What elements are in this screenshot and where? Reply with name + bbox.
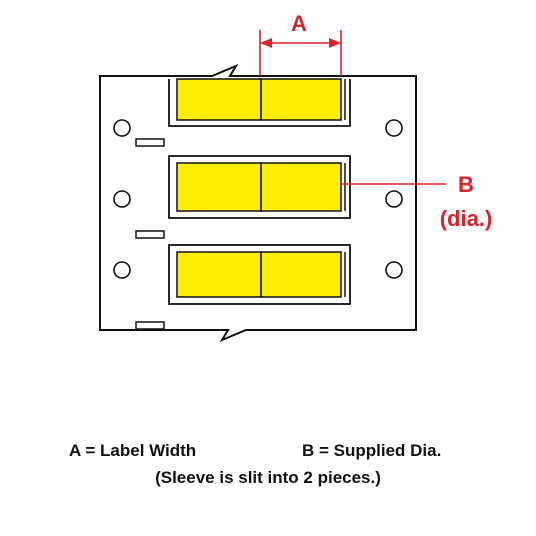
sleeve-1-label-right [260, 78, 342, 121]
sleeve-3 [168, 244, 351, 305]
card-slot-1 [135, 138, 165, 147]
sleeve-1-label-left [176, 78, 262, 121]
sleeve-2-label-left [176, 162, 262, 212]
card-slot-2 [135, 230, 165, 239]
sleeve-3-label-left [176, 251, 262, 298]
dimension-b-label: B [458, 172, 474, 197]
sleeve-2 [168, 155, 351, 219]
dimension-a: A [259, 11, 342, 76]
legend-supplied-diameter: B = Supplied Dia. [302, 441, 442, 460]
dimension-a-arrow-right [329, 38, 341, 48]
sleeve-1 [168, 78, 351, 127]
sprocket-hole-left-2 [113, 190, 131, 208]
card-slot-3 [135, 321, 165, 330]
sleeve-1-outer [168, 79, 351, 127]
sprocket-hole-left-3 [113, 261, 131, 279]
sprocket-hole-left-1 [113, 119, 131, 137]
legend-label-width: A = Label Width [69, 441, 197, 460]
dimension-a-arrow-left [260, 38, 272, 48]
dimension-b-sublabel: (dia.) [440, 206, 493, 231]
dimension-a-label: A [291, 11, 307, 36]
sprocket-hole-right-1 [385, 119, 403, 137]
sprocket-hole-right-2 [385, 190, 403, 208]
sleeve-3-label-right [260, 251, 342, 298]
dimension-b: B (dia.) [341, 172, 492, 231]
legend-sleeve-note: (Sleeve is slit into 2 pieces.) [155, 468, 381, 487]
sleeve-2-label-right [260, 162, 342, 212]
sprocket-hole-right-3 [385, 261, 403, 279]
